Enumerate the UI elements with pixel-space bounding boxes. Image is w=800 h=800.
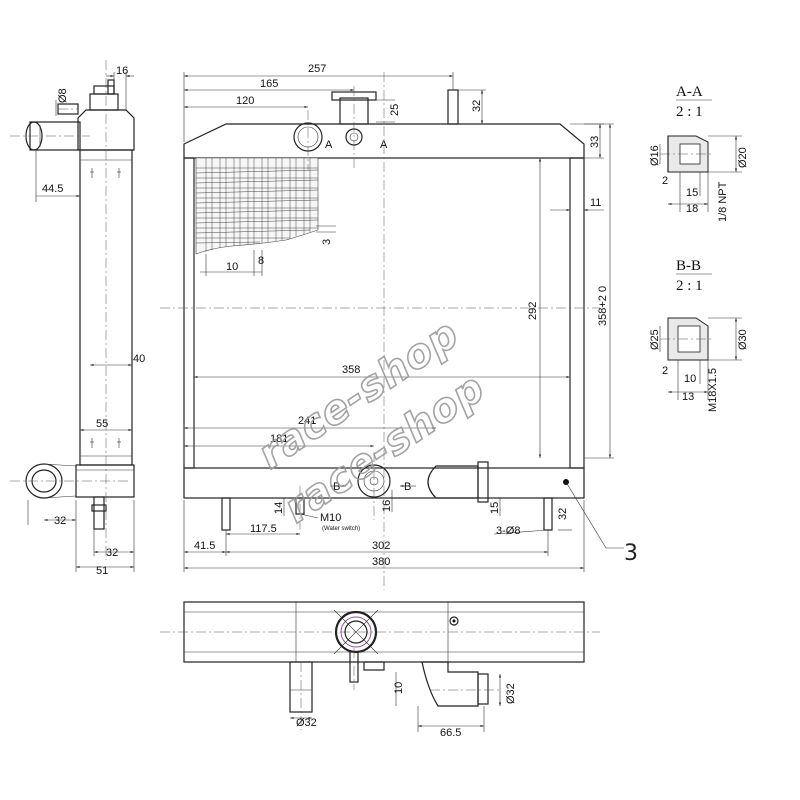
- side-dim-7: 51: [96, 565, 108, 577]
- front-dim-5: 33: [589, 136, 601, 148]
- bottom-dim-0: Ø32: [296, 717, 317, 729]
- section-bb-dim-0: Ø25: [649, 329, 661, 350]
- side-dim-4: 55: [96, 418, 108, 430]
- side-dim-0: 16: [116, 65, 128, 77]
- section-bb-dim-2: 2: [662, 365, 668, 377]
- bottom-view: Ø32 10 Ø32 66.5: [160, 601, 600, 739]
- section-bb-dim-1: Ø30: [737, 329, 749, 350]
- side-view: 16 Ø8 44.5 40 55 32 32 51: [10, 60, 145, 577]
- front-left-frame: [183, 157, 195, 469]
- mount-pin-right: [543, 497, 553, 531]
- section-marker-b-right: B: [404, 481, 411, 493]
- side-dim-6: 32: [106, 547, 118, 559]
- section-marker-b-left: B: [333, 481, 340, 493]
- side-bottom-tank: [75, 464, 135, 498]
- section-aa-dim-0: Ø16: [649, 145, 661, 166]
- section-aa-dim-1: Ø20: [737, 147, 749, 168]
- watermark: race-shop race-shop: [249, 310, 494, 533]
- fin-detail: [195, 157, 319, 255]
- section-aa-dim-4: 18: [686, 203, 698, 215]
- section-b-b: B-B 2 : 1 Ø30 Ø25 2 10 13 M18X1.5: [649, 258, 749, 412]
- front-dim-12: 358: [342, 364, 360, 376]
- section-aa-scale: 2 : 1: [676, 104, 703, 120]
- section-bb-dim-5: M18X1.5: [707, 368, 719, 412]
- section-a-a: A-A 2 : 1 Ø20 Ø16 2 15 18 1/8 NPT: [649, 84, 749, 222]
- section-marker-a-right: A: [380, 139, 388, 151]
- front-dim-21: 15: [489, 502, 501, 514]
- front-dim-3: 25: [389, 104, 401, 116]
- side-dim-3: 40: [133, 353, 145, 365]
- front-dim-10: 292: [527, 302, 539, 320]
- side-dim-1: Ø8: [57, 88, 69, 103]
- section-aa-dim-3: 15: [686, 187, 698, 199]
- front-dim-18: 380: [372, 556, 390, 568]
- bottom-dim-1: 10: [393, 682, 405, 694]
- front-dim-4: 32: [471, 100, 483, 112]
- section-marker-a-left: A: [325, 139, 333, 151]
- front-dim-9: 8: [258, 255, 264, 267]
- front-dim-8: 10: [226, 261, 238, 273]
- front-dim-19: 14: [273, 502, 285, 514]
- section-bb-title: B-B: [676, 258, 701, 274]
- front-dim-22: 32: [557, 508, 569, 520]
- front-right-frame: [569, 157, 585, 469]
- thread-note: (Water switch): [322, 526, 360, 532]
- front-dim-17: 302: [372, 540, 390, 552]
- thread-label: M10: [320, 512, 341, 524]
- front-dim-0: 257: [308, 63, 326, 75]
- section-bb-dim-4: 13: [682, 391, 694, 403]
- callout-number: 3: [624, 541, 638, 566]
- front-dim-16: 41.5: [194, 540, 215, 552]
- side-dim-5: 32: [54, 515, 66, 527]
- bottom-dim-2: Ø32: [505, 683, 517, 704]
- front-dim-20: 16: [381, 500, 393, 512]
- mount-pin-left: [221, 497, 231, 531]
- front-overflow-pipe: [447, 89, 459, 125]
- front-dim-23: 3-Ø8: [496, 525, 520, 537]
- front-dim-15: 117.5: [250, 523, 277, 535]
- front-dim-6: 11: [590, 197, 601, 209]
- front-view: A A B B 257 165 120 25 32 33 11 3: [160, 63, 638, 590]
- section-aa-title: A-A: [676, 84, 703, 100]
- front-dim-11: 358+2 0: [597, 286, 609, 326]
- section-bb-dim-3: 10: [684, 373, 696, 385]
- section-aa-dim-2: 2: [662, 175, 668, 187]
- bottom-right-pipe: [421, 661, 479, 707]
- side-dim-2: 44.5: [42, 183, 63, 195]
- front-dim-13: 241: [298, 415, 316, 427]
- front-dim-2: 120: [236, 95, 254, 107]
- front-side-outlet: [427, 465, 479, 499]
- bottom-dim-3: 66.5: [440, 727, 461, 739]
- front-dim-14: 181: [270, 433, 288, 445]
- section-bb-scale: 2 : 1: [676, 278, 703, 294]
- front-dim-1: 165: [260, 78, 278, 90]
- side-filler-neck: [89, 93, 119, 111]
- section-aa-dim-5: 1/8 NPT: [717, 181, 729, 222]
- front-dim-7: 3: [321, 239, 333, 245]
